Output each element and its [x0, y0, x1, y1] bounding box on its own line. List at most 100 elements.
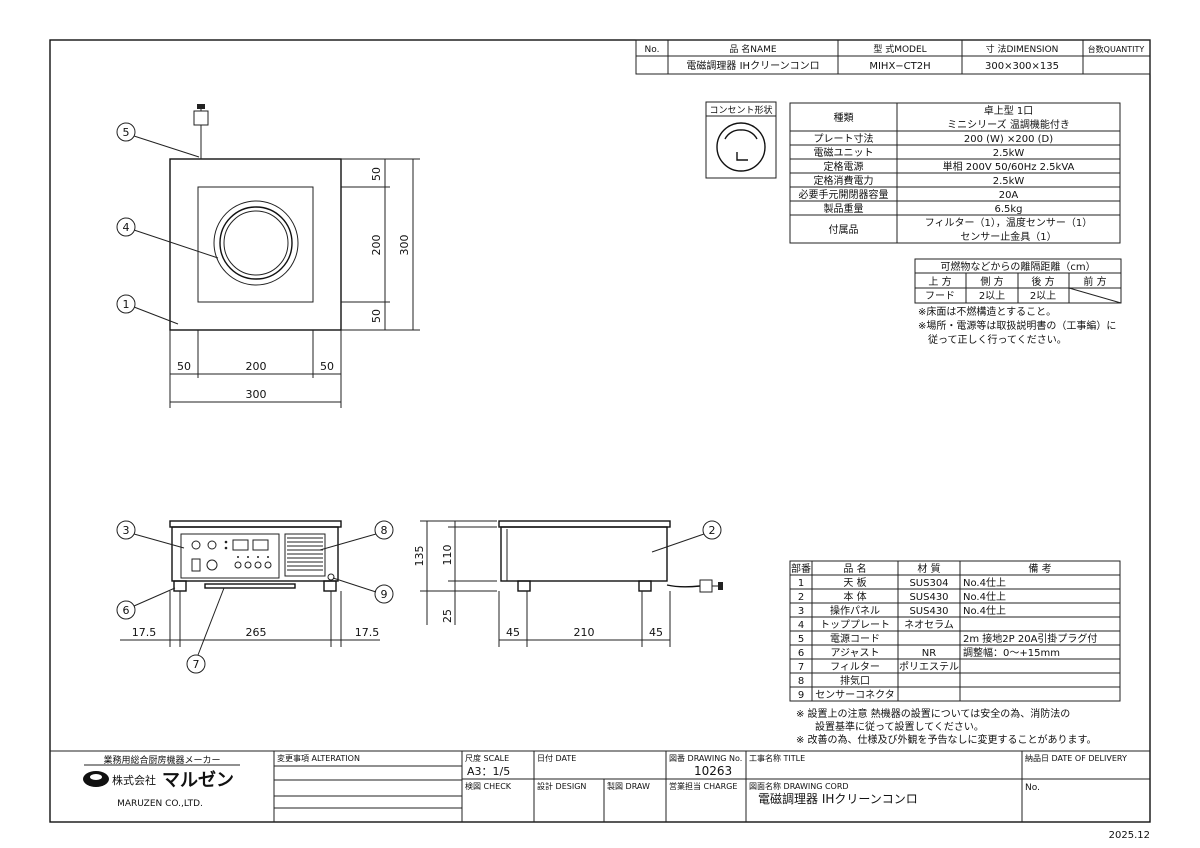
spec-key: プレート寸法	[814, 132, 874, 145]
front-body	[171, 526, 339, 582]
parts-cell: NR	[922, 648, 936, 659]
spec-key: 製品重量	[824, 202, 864, 215]
product-model: MIHX−CT2H	[869, 61, 930, 72]
parts-cell: No.4仕上	[963, 604, 1006, 617]
parts-cell: 天 板	[843, 576, 866, 589]
scale-value: A3：1/5	[467, 765, 510, 778]
parts-cell: 2	[798, 592, 804, 603]
parts-header: 品 名	[843, 562, 866, 575]
spec-key: 必要手元開閉器容量	[799, 188, 889, 201]
parts-cell: フィルター	[830, 661, 880, 673]
callout-5: 5	[123, 126, 130, 139]
clearance-note-2: ※場所・電源等は取扱説明書の（工事編）に	[918, 319, 1116, 332]
alteration-label: 変更事項 ALTERATION	[277, 753, 360, 763]
maker-en: MARUZEN CO.,LTD.	[117, 799, 203, 809]
title-label: 工事名称 TITLE	[749, 753, 805, 763]
dim-front-265: 265	[246, 626, 267, 639]
parts-cell: トッププレート	[820, 619, 890, 631]
clearance-val-side: 2以上	[979, 290, 1005, 302]
dim-front-17-5b: 17.5	[355, 626, 380, 639]
clearance-val-back: 2以上	[1030, 290, 1056, 302]
parts-cell: 5	[798, 634, 804, 645]
parts-cell: ネオセラム	[904, 619, 954, 631]
parts-cell: アジャスト	[830, 648, 879, 659]
dim-side-135: 135	[413, 546, 426, 567]
dim-side-110: 110	[441, 545, 454, 566]
callout-8: 8	[381, 524, 388, 537]
hdr-name: 品 名NAME	[729, 43, 777, 55]
dim-top-h-50a: 50	[177, 360, 191, 373]
parts-cell: 操作パネル	[830, 604, 880, 617]
clearance-val-top: フード	[925, 291, 955, 302]
top-plate	[169, 158, 342, 331]
burner-inner	[223, 210, 289, 276]
dim-top-h-50b: 50	[320, 360, 334, 373]
dim-side-45b: 45	[649, 626, 663, 639]
parts-header: 材 質	[917, 562, 940, 575]
footnote-3: ※ 改善の為、仕様及び外観を予告なしに変更することがあります。	[796, 733, 1097, 746]
spec-value: 卓上型 1口	[984, 104, 1034, 117]
parts-cell: 1	[798, 578, 804, 589]
parts-cell: ポリエステル	[899, 661, 959, 673]
footnotes: ※ 設置上の注意 熱機器の設置については安全の為、消防法の 設置基準に従って設置…	[796, 707, 1097, 746]
front-view: 17.5 265 17.5 3 8 6 9 7	[116, 520, 394, 674]
spec-value: 2.5kW	[993, 148, 1025, 159]
callout-1: 1	[123, 298, 130, 311]
callout-3: 3	[123, 524, 130, 537]
parts-header: 備 考	[1028, 562, 1051, 575]
top-view: 50 200 50 300 50 200 50 300 5 4 1	[116, 104, 420, 408]
clearance-note-3: 従って正しく行ってください。	[928, 333, 1067, 346]
dim-side-25: 25	[441, 609, 454, 623]
clearance-hdr-back: 後 方	[1031, 275, 1054, 288]
spec-value: 200 (W) ×200 (D)	[964, 134, 1053, 145]
delivery-label: 納品日 DATE OF DELIVERY	[1025, 753, 1127, 763]
sheet-border	[49, 39, 1151, 823]
top-title-block: No. 品 名NAME 型 式MODEL 寸 法DIMENSION 台数QUAN…	[635, 39, 1151, 75]
spec-key: 付属品	[829, 223, 859, 236]
top-ceramic-plate	[197, 186, 314, 303]
parts-cell: センサーコネクタ	[815, 689, 895, 701]
filter	[204, 583, 296, 589]
parts-cell: 8	[798, 676, 804, 687]
parts-cell: 電源コード	[830, 632, 880, 645]
parts-cell: 調整幅：0〜+15mm	[963, 646, 1060, 659]
side-view: 135 110 25 45 210 45 2	[413, 520, 723, 647]
dim-side-210: 210	[574, 626, 595, 639]
parts-cell: 排気口	[840, 674, 870, 687]
callout-6: 6	[123, 604, 130, 617]
product-name: 電磁調理器 IHクリーンコンロ	[686, 59, 819, 72]
spec-key: 定格消費電力	[814, 174, 874, 187]
parts-cell: 本 体	[843, 590, 866, 603]
dim-top-v-50a: 50	[370, 167, 383, 181]
clearance-hdr-front: 前 方	[1083, 275, 1106, 288]
outlet-icon	[716, 122, 766, 172]
footnote-2: 設置基準に従って設置してください。	[815, 720, 984, 733]
drawing-cord-label: 図面名称 DRAWING CORD	[749, 781, 849, 791]
clearance-note-1: ※床面は不燃構造とすること。	[918, 305, 1056, 318]
dim-top-v-200: 200	[370, 235, 383, 256]
dim-top-h-200: 200	[246, 360, 267, 373]
date-label: 日付 DATE	[537, 753, 576, 763]
parts-cell: 3	[798, 606, 804, 617]
issue-date: 2025.12	[1109, 830, 1150, 841]
maker-tagline: 業務用総合厨房機器メーカー	[103, 754, 220, 766]
footnote-1: ※ 設置上の注意 熱機器の設置については安全の為、消防法の	[796, 707, 1070, 720]
product-dimension: 300×300×135	[985, 61, 1059, 72]
sensor-connector	[327, 573, 335, 581]
dim-top-h-300: 300	[246, 388, 267, 401]
maker-company: 株式会社	[112, 773, 156, 787]
clearance-table: 可燃物などからの離隔距離（cm） 上 方 側 方 後 方 前 方 フード 2以上…	[914, 258, 1122, 346]
clearance-hdr-side: 側 方	[980, 275, 1003, 288]
callout-9: 9	[381, 588, 388, 601]
parts-cell: 4	[798, 620, 804, 631]
design-label: 設計 DESIGN	[537, 781, 586, 791]
parts-cell: 7	[798, 662, 804, 673]
hdr-no: No.	[645, 45, 660, 55]
control-panel	[180, 533, 280, 579]
parts-cell: 2m 接地2P 20A引掛プラグ付	[963, 632, 1097, 645]
spec-value: ミニシリーズ 温調機能付き	[947, 118, 1070, 131]
spec-value: 単相 200V 50/60Hz 2.5kVA	[943, 160, 1075, 173]
draw-label: 製図 DRAW	[607, 781, 650, 791]
spec-key: 電磁ユニット	[814, 146, 874, 159]
